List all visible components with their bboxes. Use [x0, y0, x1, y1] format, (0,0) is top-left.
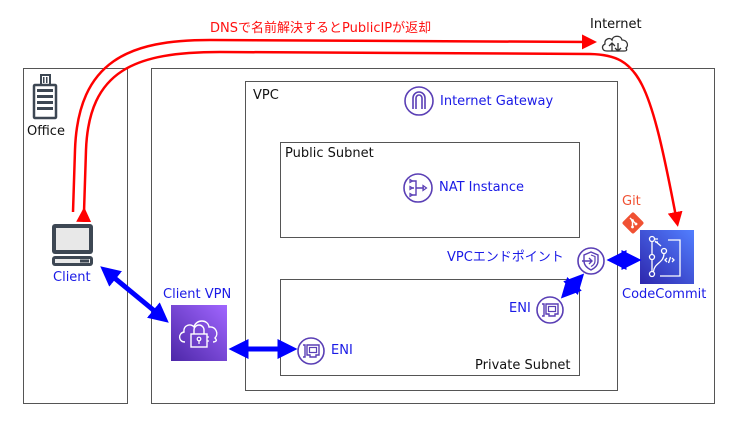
eni-to-endpoint-arrow: [560, 273, 585, 299]
internet-gateway-icon: [404, 86, 434, 116]
eni-right-icon: [536, 296, 564, 324]
client-to-vpn-arrow: [100, 266, 169, 323]
desktop-computer-icon: [52, 224, 93, 266]
private-subnet-boundary: [280, 279, 580, 376]
office-building-icon: [32, 74, 58, 120]
client-vpn-icon: [171, 305, 227, 361]
eni-left-label: ENI: [331, 343, 353, 358]
eni-right-label: ENI: [509, 301, 531, 316]
office-boundary: [23, 68, 128, 404]
aws-cloud-boundary: [151, 68, 715, 404]
vpc-endpoint-icon: [577, 247, 605, 275]
vpc-endpoint-label: VPCエンドポイント: [447, 250, 564, 265]
cloud-upload-download-icon: [601, 35, 629, 52]
public-subnet-label: Public Subnet: [285, 146, 374, 161]
internet-label: Internet: [590, 17, 642, 32]
nat-instance-icon: [403, 173, 433, 203]
codecommit-icon: [640, 230, 694, 284]
vpc-label: VPC: [253, 88, 279, 103]
internet-gateway-label: Internet Gateway: [440, 94, 554, 109]
codecommit-label: CodeCommit: [622, 287, 707, 302]
vpc-boundary: [245, 81, 618, 391]
client-label: Client: [53, 270, 91, 285]
client-vpn-label: Client VPN: [163, 287, 232, 302]
dns-flow-line-to-internet: [71, 34, 597, 213]
git-label: Git: [622, 194, 641, 209]
public-subnet-boundary: [280, 142, 580, 238]
office-label: Office: [27, 124, 65, 139]
nat-instance-label: NAT Instance: [439, 180, 524, 195]
eni-left-icon: [297, 337, 325, 365]
dns-flow-line-to-codecommit: [76, 50, 683, 227]
dns-annotation: DNSで名前解決するとPublicIPが返却: [210, 21, 432, 36]
private-subnet-label: Private Subnet: [475, 358, 571, 373]
